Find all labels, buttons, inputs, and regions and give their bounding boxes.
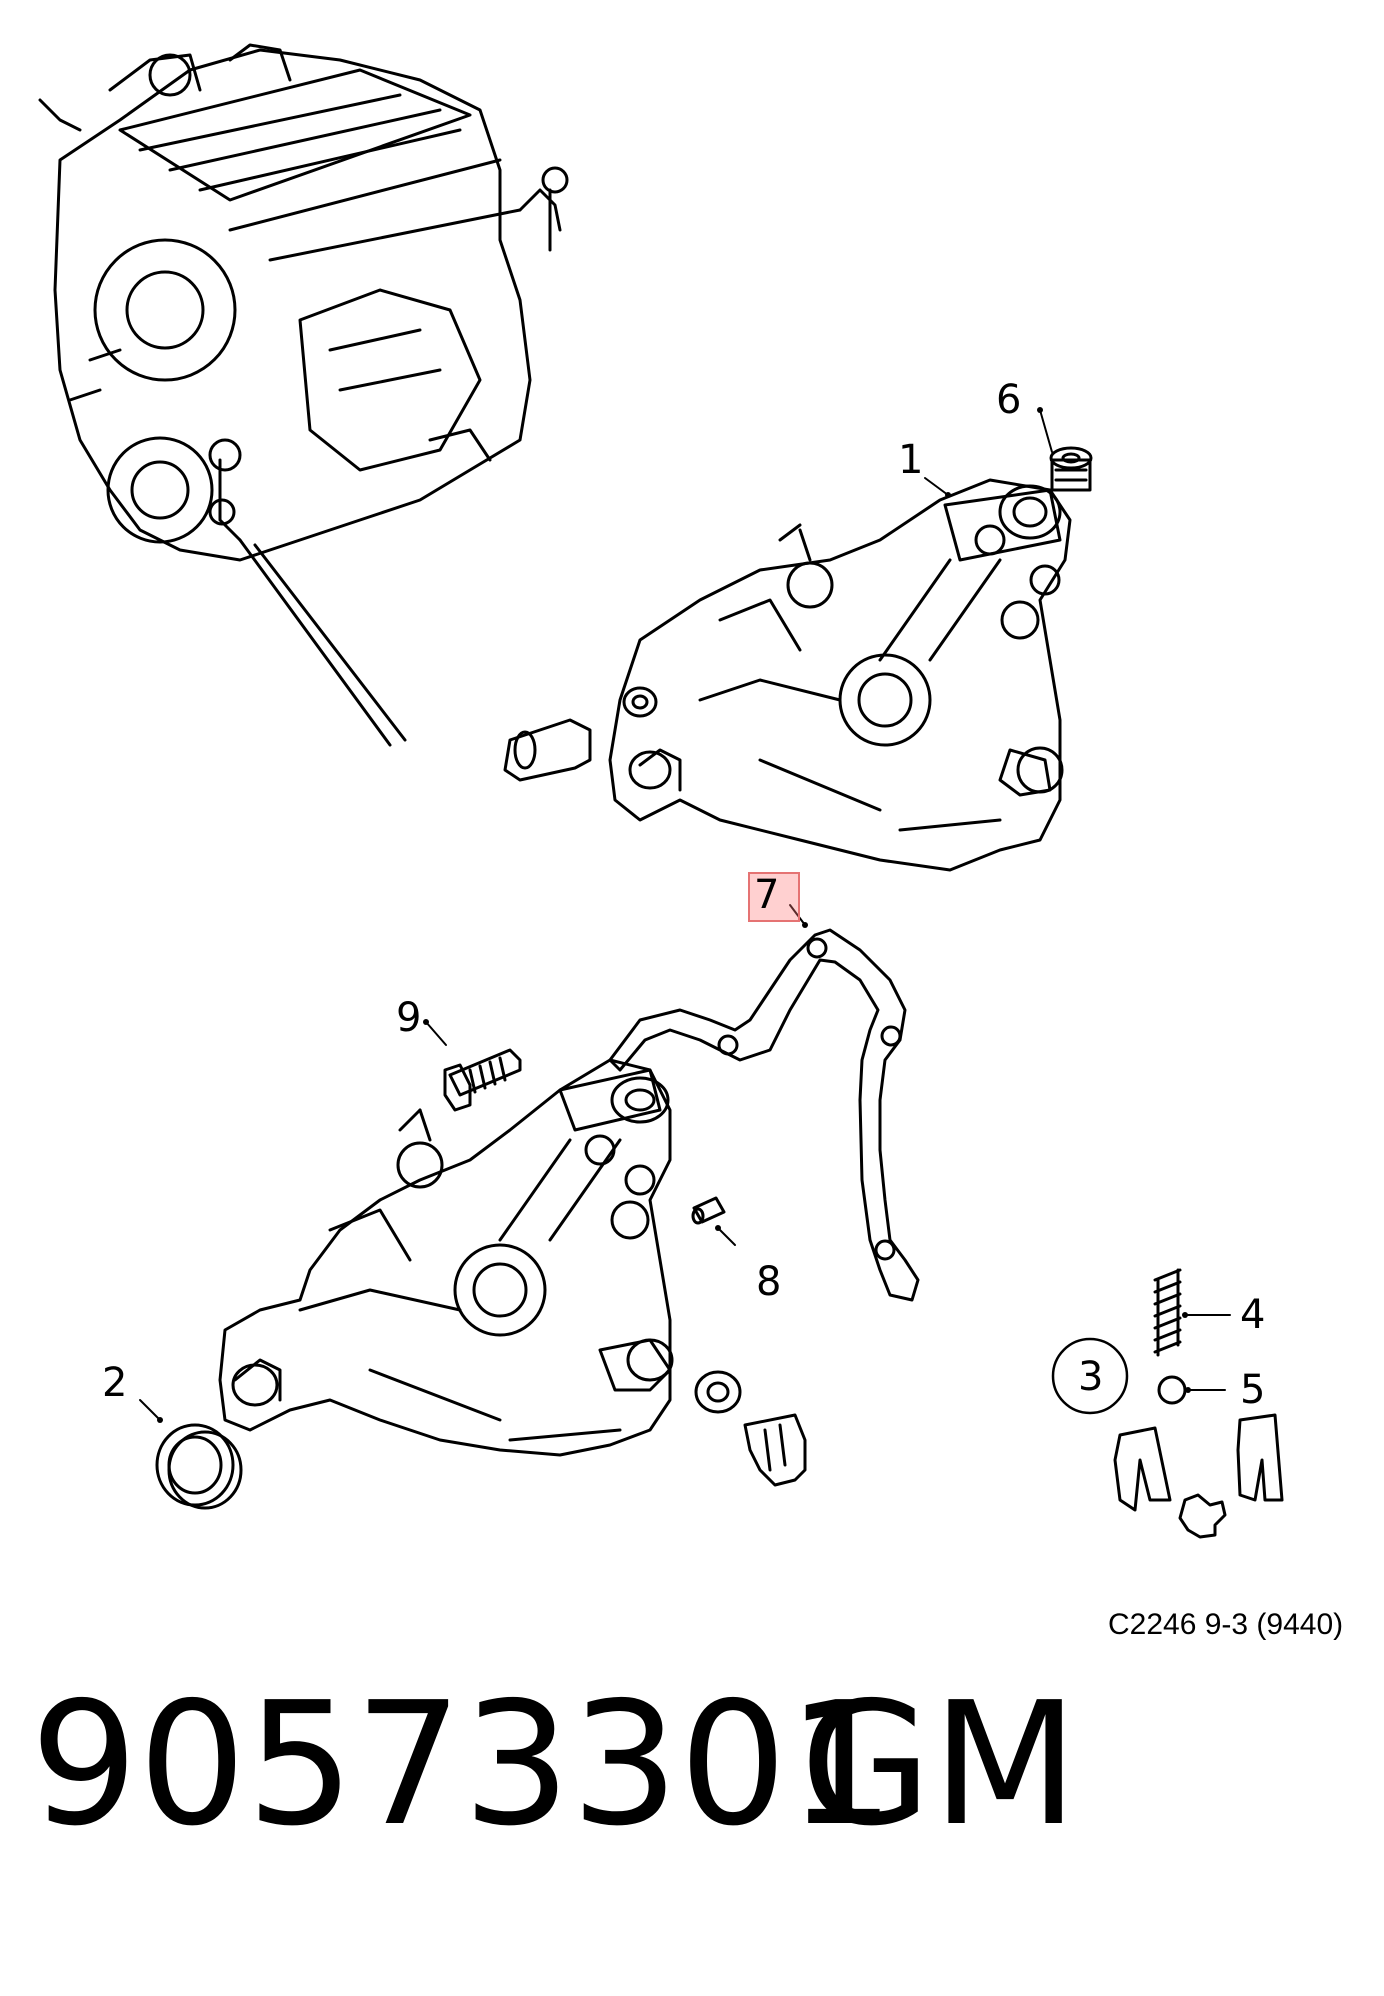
callout-6: 6	[996, 377, 1022, 423]
relief-valve-kit-illustration	[1051, 1268, 1284, 1539]
callout-1: 1	[898, 437, 924, 483]
seal-ring-illustration	[155, 1423, 243, 1510]
callout-3: 3	[1078, 1354, 1104, 1400]
washer-and-bolt-illustration	[694, 1370, 807, 1487]
leader-lines	[139, 409, 1231, 1421]
engine-block-illustration	[38, 43, 569, 747]
brand-name: GM	[800, 1666, 1079, 1864]
dowel-pin-illustration	[691, 1196, 726, 1225]
highlight-box	[748, 872, 800, 922]
gasket-illustration	[608, 928, 920, 1302]
oil-pump-upper-illustration	[503, 478, 1072, 872]
leader-dots	[157, 407, 1191, 1423]
callout-5: 5	[1240, 1367, 1266, 1413]
callout-9: 9	[396, 995, 422, 1041]
callout-4: 4	[1240, 1292, 1266, 1338]
callout-8: 8	[756, 1259, 782, 1305]
exploded-parts-diagram	[38, 43, 1284, 1539]
bolt-illustration	[443, 1048, 522, 1112]
diagram-reference-code: C2246 9-3 (9440)	[1108, 1608, 1344, 1641]
part-number: 90573301	[30, 1666, 896, 1864]
oil-pump-lower-illustration	[218, 1058, 674, 1457]
callout-2: 2	[102, 1360, 128, 1406]
threaded-plug-illustration	[1049, 446, 1093, 492]
callout-7: 7	[754, 872, 780, 918]
